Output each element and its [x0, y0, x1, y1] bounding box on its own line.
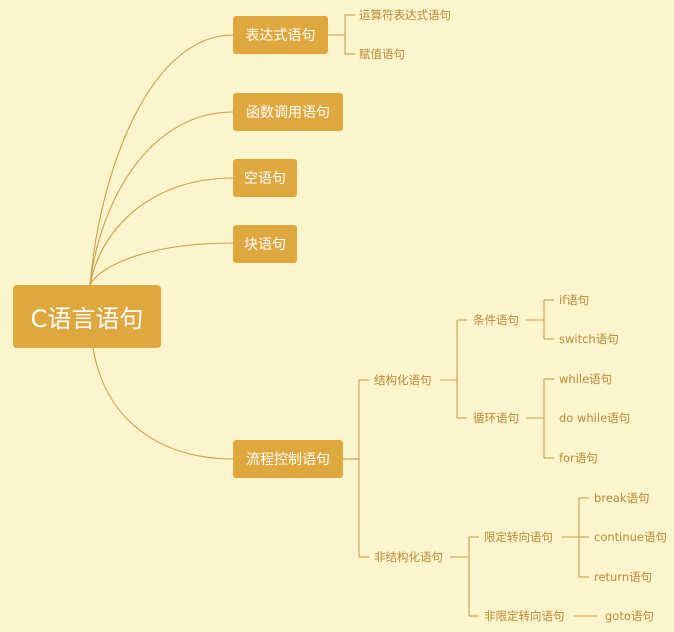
- leaf-unstructured[interactable]: 非结构化语句: [374, 550, 443, 564]
- leaf-while[interactable]: while语句: [559, 372, 613, 386]
- leaf-break[interactable]: break语句: [594, 491, 650, 505]
- leaf-if[interactable]: if语句: [559, 293, 590, 307]
- leaf-continue[interactable]: continue语句: [594, 530, 668, 544]
- leaf-structured[interactable]: 结构化语句: [374, 373, 432, 387]
- leaf-operator-expression[interactable]: 运算符表达式语句: [359, 8, 451, 22]
- edge-root-block: [89, 242, 234, 286]
- leaf-return[interactable]: return语句: [594, 570, 653, 584]
- leaf-goto[interactable]: goto语句: [605, 609, 654, 623]
- root-node[interactable]: C语言语句: [13, 285, 161, 348]
- edge-root-flow: [92, 347, 234, 460]
- node-function-call-statement[interactable]: 函数调用语句: [233, 93, 343, 131]
- node-flow-control-statement[interactable]: 流程控制语句: [233, 440, 343, 478]
- edge-root-expr: [89, 34, 234, 286]
- leaf-switch[interactable]: switch语句: [559, 332, 619, 346]
- leaf-assignment[interactable]: 赋值语句: [359, 47, 405, 61]
- leaf-loop[interactable]: 循环语句: [473, 411, 519, 425]
- leaf-for[interactable]: for语句: [559, 451, 598, 465]
- leaf-do-while[interactable]: do while语句: [559, 411, 631, 425]
- node-expression-statement[interactable]: 表达式语句: [233, 16, 328, 54]
- leaf-unlimited-jump[interactable]: 非限定转向语句: [484, 609, 565, 623]
- leaf-limited-jump[interactable]: 限定转向语句: [484, 530, 553, 544]
- edge-root-empty: [89, 177, 234, 286]
- node-block-statement[interactable]: 块语句: [233, 225, 297, 263]
- node-empty-statement[interactable]: 空语句: [233, 159, 297, 197]
- leaf-conditional[interactable]: 条件语句: [473, 313, 519, 327]
- edge-root-func: [89, 111, 234, 286]
